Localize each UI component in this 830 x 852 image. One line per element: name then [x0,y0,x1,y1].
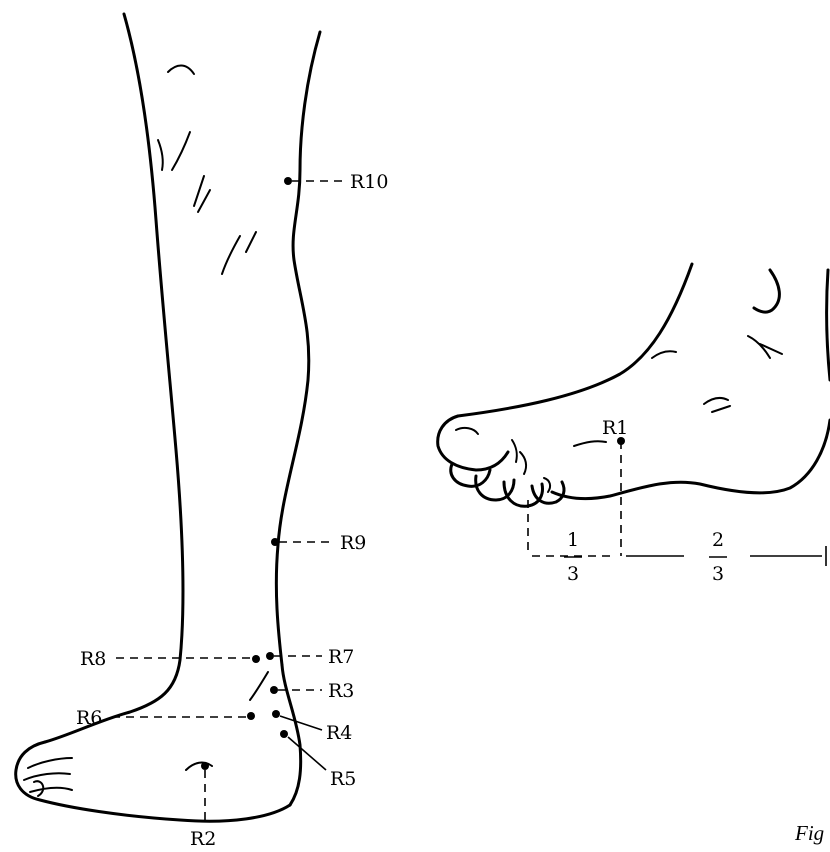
point-r6 [247,712,255,720]
leg-points [201,177,292,770]
point-r7 [266,652,274,660]
label-r6: R6 [76,707,102,729]
fraction-right-den: 3 [712,563,724,585]
leg-drawing [16,14,320,821]
fraction-left-num: 1 [567,529,579,551]
foot-drawing [438,264,830,506]
label-r5: R5 [330,768,356,790]
label-r8: R8 [80,648,106,670]
label-r7: R7 [328,646,354,668]
point-r3 [270,686,278,694]
label-r4: R4 [326,722,352,744]
point-r10 [284,177,292,185]
point-r2 [201,762,209,770]
foot-measure: R1 1 3 2 3 [528,417,826,585]
point-r9 [271,538,279,546]
label-r3: R3 [328,680,354,702]
label-r10: R10 [350,171,388,193]
label-r2: R2 [190,828,216,850]
leg-labels: R10 R9 R8 R7 R3 R6 R4 R5 R2 [76,171,388,850]
label-r1: R1 [602,417,628,439]
leader-lines [112,181,344,822]
point-r8 [252,655,260,663]
point-r5 [280,730,288,738]
fraction-left-den: 3 [567,563,579,585]
fraction-right-num: 2 [712,529,724,551]
label-r9: R9 [340,532,366,554]
figure-caption: Fig [794,821,824,845]
point-r4 [272,710,280,718]
